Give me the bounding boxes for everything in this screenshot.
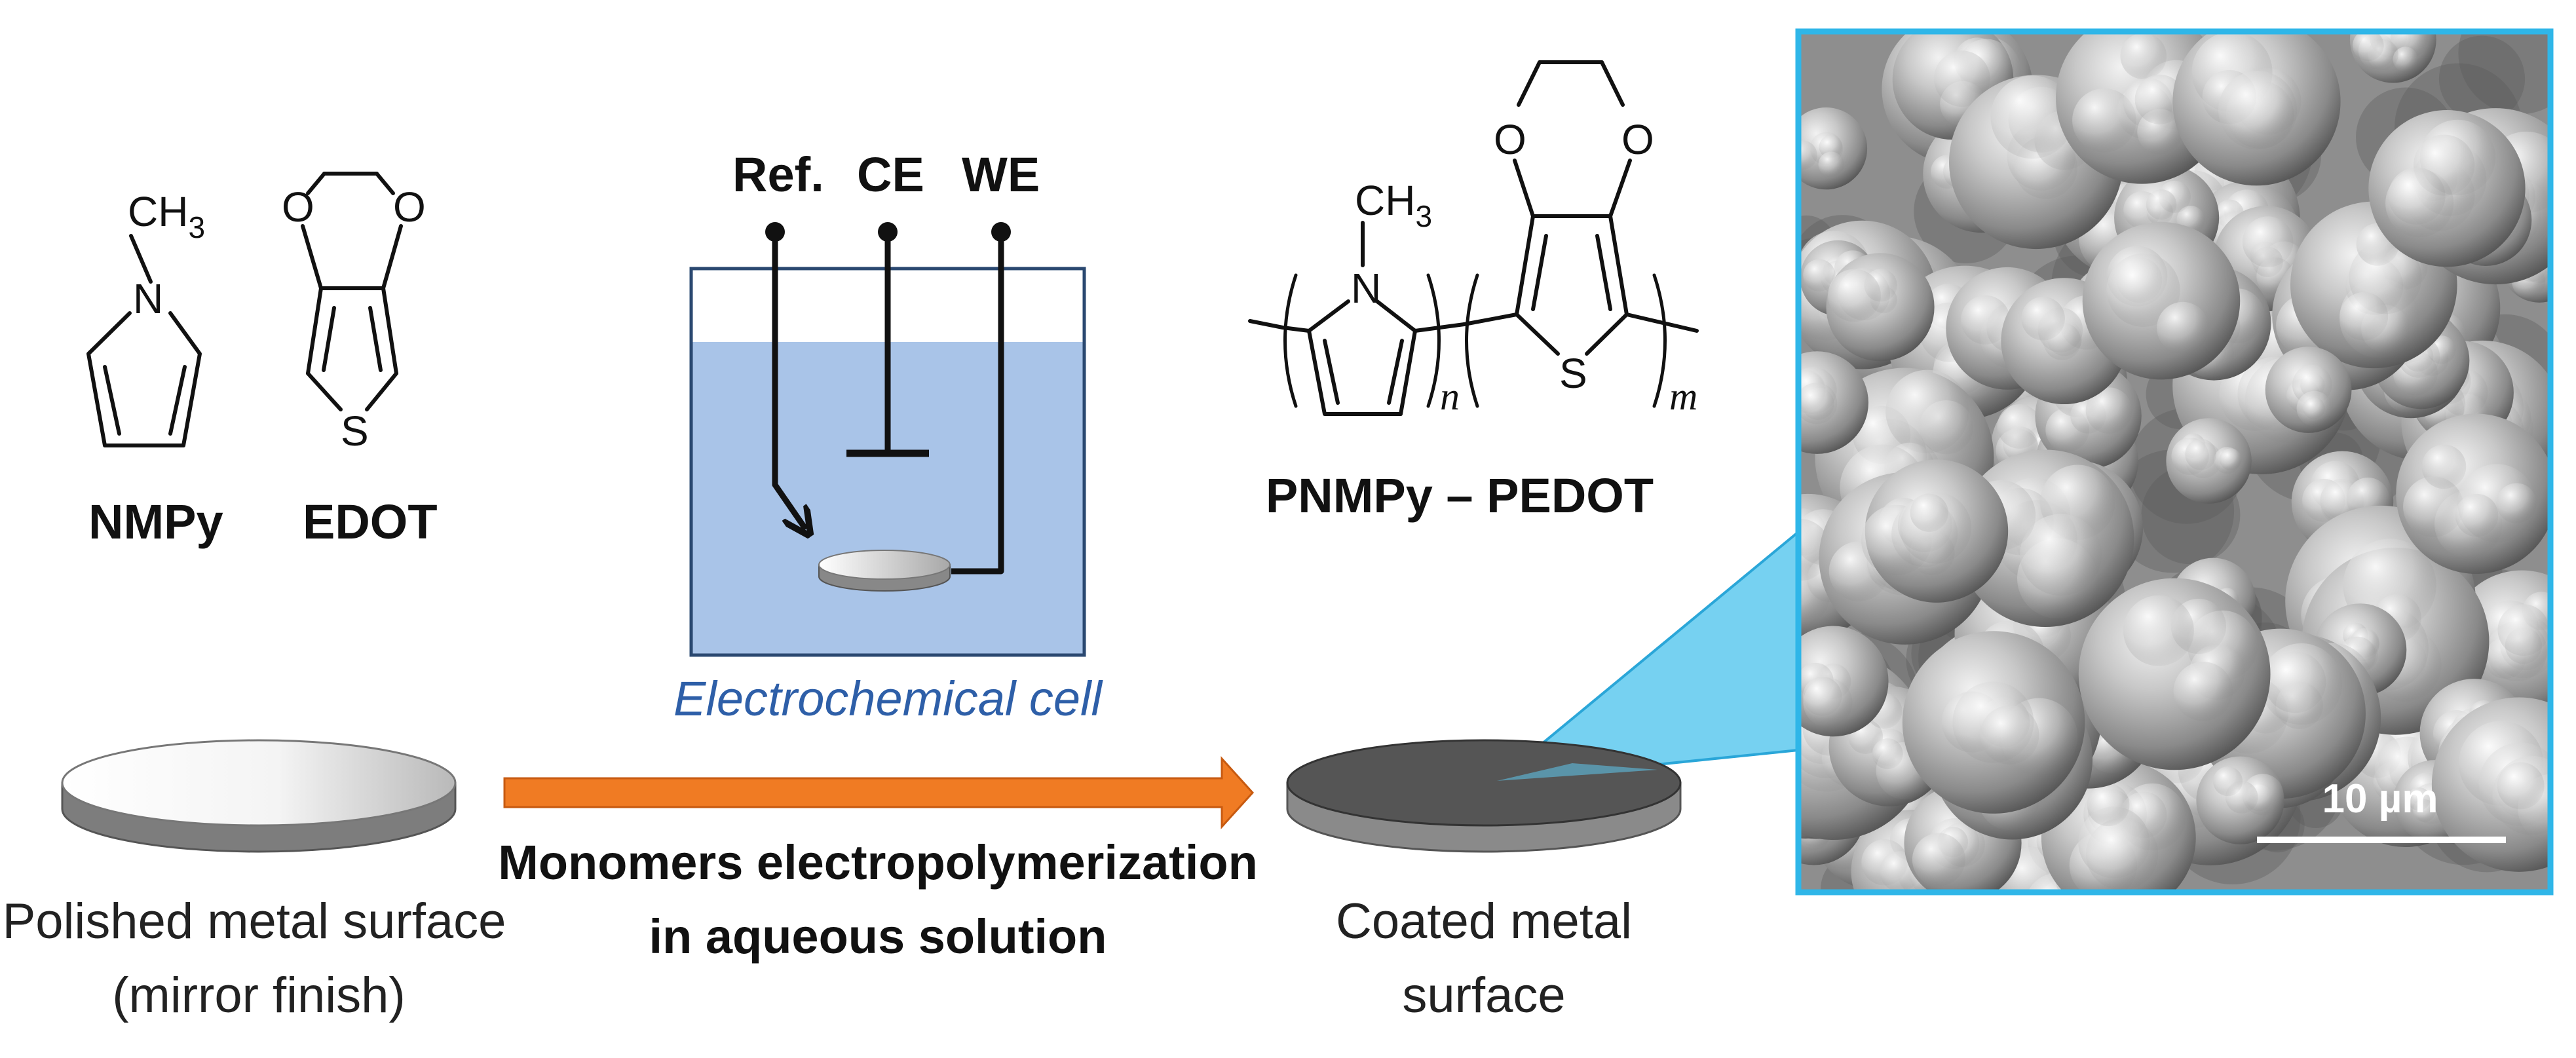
polished-disk-caption-line1: Polished metal surface [3,894,506,949]
polymer-subscript-n: n [1440,375,1460,418]
working-electrode-disk [818,550,951,592]
polymer-name: PNMPy – PEDOT [1266,468,1654,523]
electrode-we-label: WE [962,147,1040,202]
sem-globule [2265,347,2352,433]
sem-micrograph: 10 µm [1795,28,2554,896]
nmpy-methyl-label: CH3 [128,188,205,244]
polymer-subscript-m: m [1669,375,1697,418]
polished-disk-caption-line2: (mirror finish) [112,968,406,1023]
sem-globule [2078,578,2271,770]
sem-globule [2082,221,2241,380]
sem-globule [1798,626,1889,737]
nmpy-structure: CH3 N NMPy [86,188,223,549]
polymer-sulfur-label: S [1559,350,1587,397]
sem-globule [2172,31,2341,186]
arrow-caption-line2: in aqueous solution [649,909,1107,964]
edot-structure: O O S EDOT [282,172,438,549]
sem-shadow [2458,31,2550,115]
edot-name: EDOT [303,495,438,549]
cell-caption: Electrochemical cell [673,671,1103,726]
edot-sulfur-label: S [341,407,369,455]
nmpy-name: NMPy [88,495,223,549]
coated-disk-caption-line1: Coated metal [1336,894,1632,949]
polished-metal-disk [61,739,457,853]
edot-oxygen-right: O [393,183,426,231]
electrode-ce-label: CE [857,147,924,202]
sem-globule [1902,631,2085,814]
polymer-oxygen-left: O [1494,116,1526,163]
polymer-structure: CH3 N n O O S m PNMPy – PEDOT [1248,60,1699,523]
electrode-ref-label: Ref. [732,147,824,202]
sem-globule [2166,418,2252,504]
reference-electrode [772,232,806,529]
sem-globule [2396,413,2550,574]
nmpy-nitrogen-label: N [133,275,163,322]
edot-oxygen-left: O [282,183,314,231]
sem-globule [2368,110,2526,267]
arrow-caption-line1: Monomers electropolymerization [498,835,1258,890]
polymer-methyl-label: CH3 [1355,177,1432,233]
scale-bar-label: 10 µm [2322,776,2438,822]
sem-globule [2431,697,2550,872]
sem-shadow [2438,35,2526,122]
sem-globule [1826,253,1935,362]
coated-disk-caption-line2: surface [1402,968,1565,1023]
sem-globule [1798,107,1868,190]
working-electrode-wire [951,232,1004,575]
sem-globule [1798,351,1868,454]
coated-metal-disk [1286,739,1682,853]
electrochemical-cell: Ref. CE WE Electrochemical cell [673,147,1103,726]
polymer-nitrogen-label: N [1351,265,1381,312]
sem-globule [1861,459,2009,603]
sem-globule [2349,31,2436,83]
polymer-oxygen-right: O [1621,116,1654,163]
process-arrow [503,756,1255,829]
sem-globule [2196,756,2284,844]
